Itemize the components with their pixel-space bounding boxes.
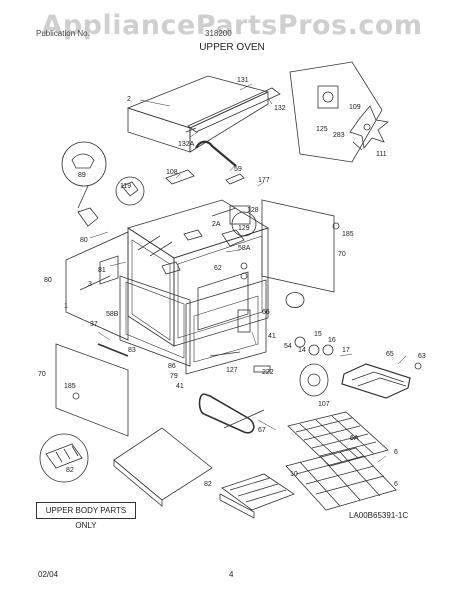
part-callouts: 131 2 132 132A 109 125 283 111 89 59 108… xyxy=(38,77,426,488)
bottom-panel xyxy=(113,427,213,507)
callout-83: 83 xyxy=(128,347,136,354)
callout-80-left: 80 xyxy=(44,277,52,284)
callout-131: 131 xyxy=(237,77,249,84)
callout-86: 86 xyxy=(168,363,176,370)
callout-59: 59 xyxy=(234,166,242,173)
watermark: AppliancePartsPros.com xyxy=(41,10,423,41)
callout-222: 222 xyxy=(262,369,274,376)
broiler-pan xyxy=(219,473,295,519)
callout-6-upper: 6 xyxy=(394,449,398,456)
callout-62: 62 xyxy=(214,265,222,272)
callout-1: 1 xyxy=(64,303,68,310)
callout-37: 37 xyxy=(90,321,98,328)
footer-date: 02/04 xyxy=(38,570,59,579)
callout-107: 107 xyxy=(318,401,330,408)
callout-185-bottom: 185 xyxy=(64,383,76,390)
callout-3: 3 xyxy=(88,281,92,288)
callout-63: 63 xyxy=(418,353,426,360)
oven-racks xyxy=(285,411,397,511)
callout-128: 128 xyxy=(247,207,259,214)
callout-82-left: 82 xyxy=(66,467,74,474)
diagram-code: LA00B65391-1C xyxy=(349,511,409,520)
callout-6a: 6A xyxy=(350,435,359,442)
bottom-detail-callout xyxy=(39,433,89,483)
front-frame xyxy=(119,275,267,375)
lower-components xyxy=(97,292,422,434)
callout-132: 132 xyxy=(274,105,286,112)
callout-111: 111 xyxy=(376,151,387,158)
callout-81: 81 xyxy=(98,267,106,274)
callout-127: 127 xyxy=(226,367,238,374)
callout-82-right: 82 xyxy=(204,481,212,488)
callout-15: 15 xyxy=(314,331,322,338)
callout-6-lower: 6 xyxy=(394,481,398,488)
door-panel xyxy=(55,343,129,437)
page-number: 4 xyxy=(229,570,234,579)
callout-79: 79 xyxy=(170,373,178,380)
left-side-wrapper xyxy=(65,231,129,341)
callout-89: 89 xyxy=(78,172,86,179)
callout-58b: 58B xyxy=(106,311,119,318)
callout-283: 283 xyxy=(333,132,345,139)
publication-number: 318200 xyxy=(205,29,232,38)
callout-70-right: 70 xyxy=(338,251,346,258)
callout-10: 10 xyxy=(290,471,298,478)
right-side-panel xyxy=(261,199,340,293)
callout-177: 177 xyxy=(258,177,270,184)
leader-lines xyxy=(89,83,407,463)
publication-label: Publication No. xyxy=(36,29,90,38)
callout-65: 65 xyxy=(386,351,394,358)
callout-67: 67 xyxy=(258,427,266,434)
callout-2: 2 xyxy=(127,96,131,103)
callout-108: 108 xyxy=(166,169,178,176)
callout-70-left: 70 xyxy=(38,371,46,378)
callout-185-top: 185 xyxy=(342,231,354,238)
callout-54: 54 xyxy=(284,343,292,350)
section-title: UPPER OVEN xyxy=(199,42,265,53)
callout-58a: 58A xyxy=(238,245,251,252)
upper-body-parts-note: UPPER BODY PARTS ONLY xyxy=(36,502,136,530)
callout-41-left: 41 xyxy=(176,383,184,390)
fan-motor-detail xyxy=(289,61,389,163)
callout-80-top: 80 xyxy=(80,237,88,244)
callout-14: 14 xyxy=(298,347,306,354)
callout-109: 109 xyxy=(349,104,361,111)
vent-duct xyxy=(165,140,257,247)
callout-41-right: 41 xyxy=(268,333,276,340)
oven-body xyxy=(127,199,269,347)
callout-66: 66 xyxy=(262,309,270,316)
callout-17: 17 xyxy=(342,347,350,354)
callout-2a: 2A xyxy=(212,221,221,228)
top-cover-assembly xyxy=(126,75,281,153)
callout-16: 16 xyxy=(328,337,336,344)
callout-125: 125 xyxy=(316,126,328,133)
callout-129: 129 xyxy=(238,225,250,232)
left-detail-callouts xyxy=(61,141,145,227)
callout-119: 119 xyxy=(120,183,131,190)
callout-132a: 132A xyxy=(178,141,195,148)
